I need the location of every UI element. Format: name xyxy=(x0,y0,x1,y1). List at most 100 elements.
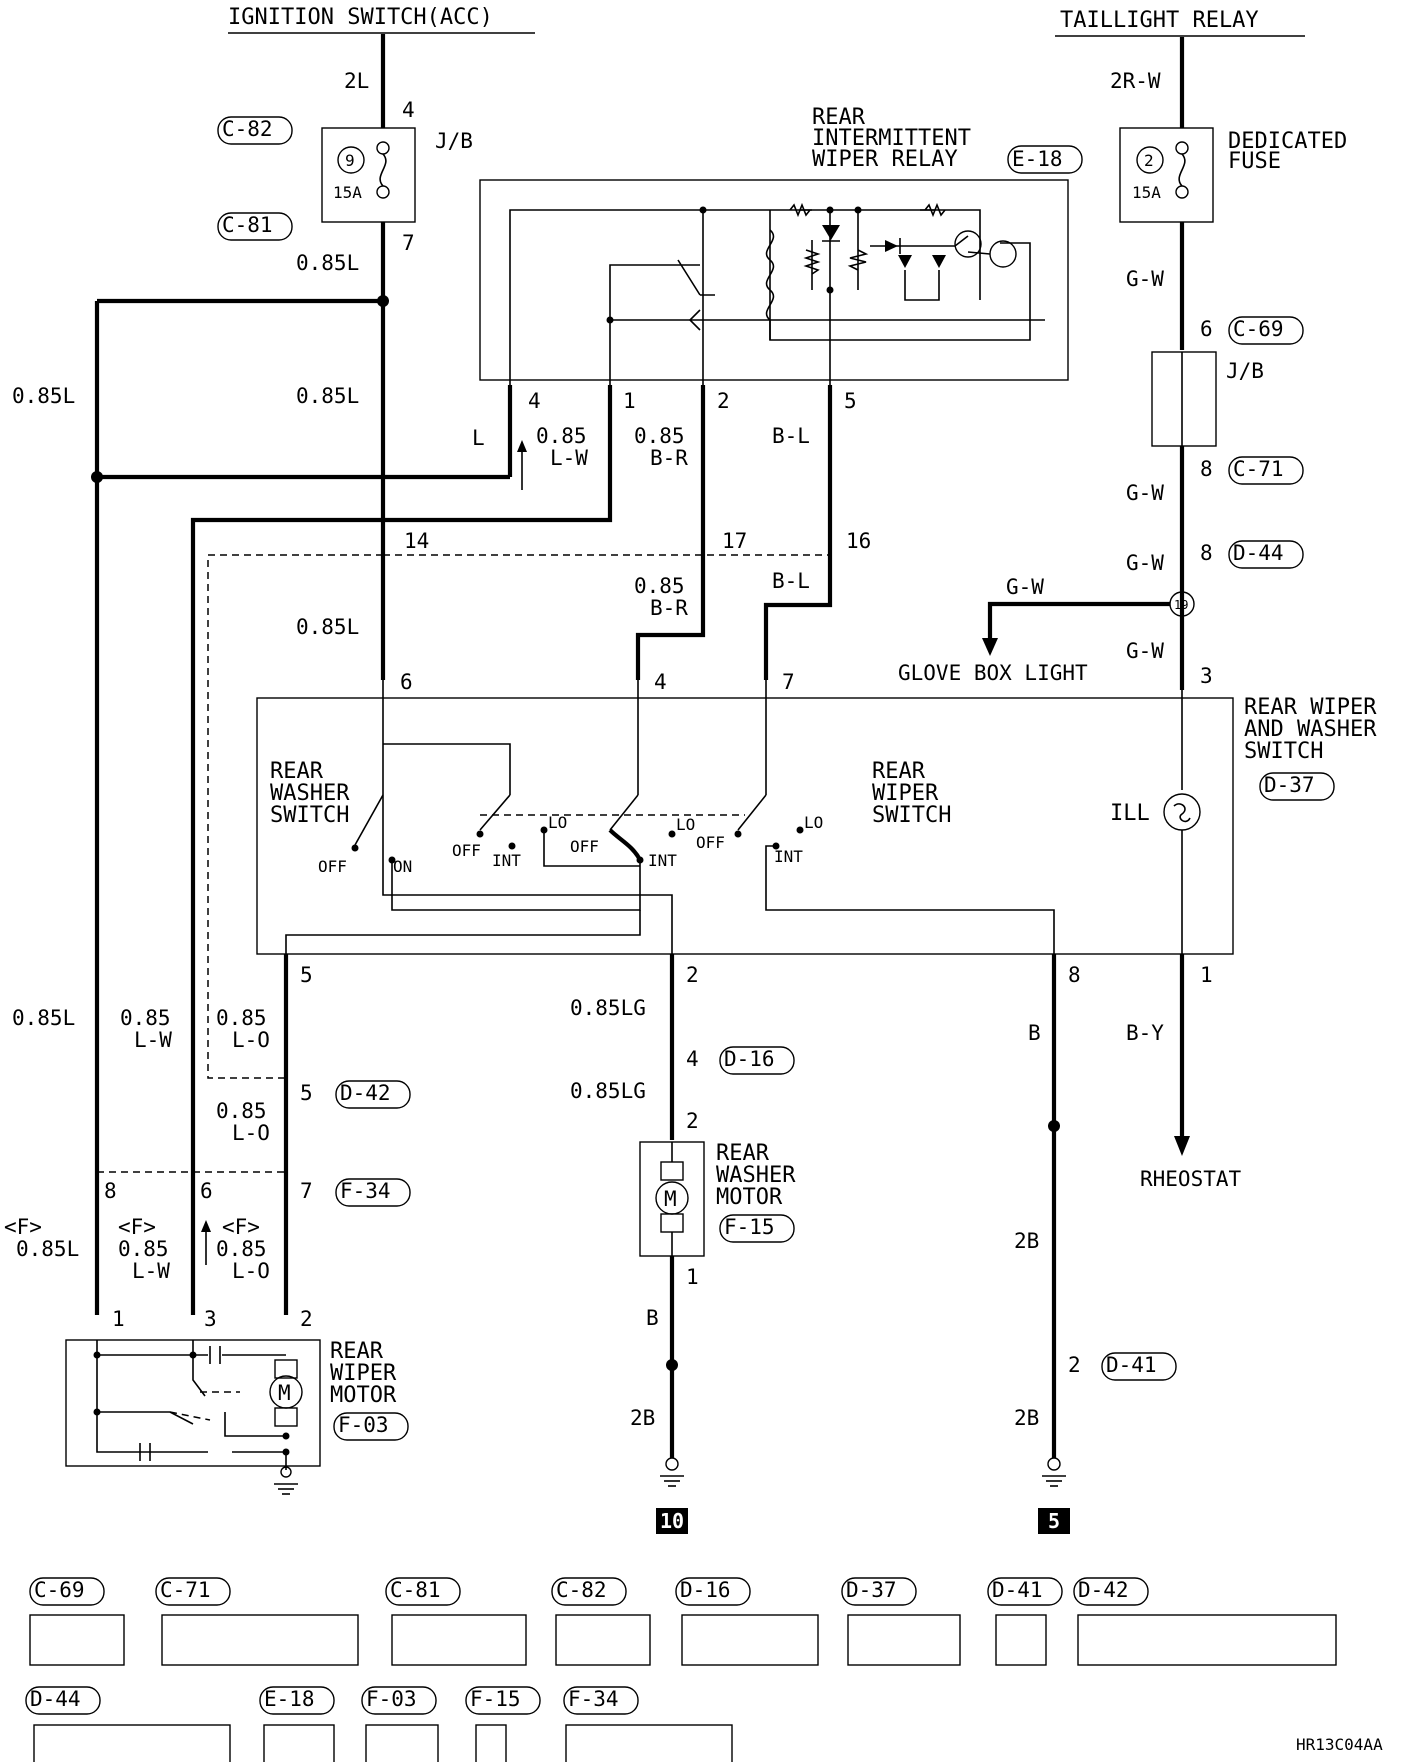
junction-block-right xyxy=(1151,351,1217,447)
pin-label-1-motor: 1 xyxy=(112,1307,125,1331)
pin-label-relay-1: 1 xyxy=(623,389,636,413)
pin-label-7-f34: 7 xyxy=(300,1179,313,1203)
pin-label-4-d16: 4 xyxy=(686,1047,699,1071)
conn-d37: D-37 xyxy=(1264,773,1315,797)
legend-f34: F-34 xyxy=(568,1687,619,1711)
pin-label-7-switch: 7 xyxy=(782,670,795,694)
washer-pos-off: OFF xyxy=(318,857,347,876)
wire-label-gw-5: G-W xyxy=(1126,639,1164,663)
legend-f15: F-15 xyxy=(470,1687,521,1711)
wire-f-tag-1: <F> xyxy=(4,1215,42,1239)
ground-10-badge xyxy=(656,1508,688,1534)
pin-label-3-right: 3 xyxy=(1200,664,1213,688)
pin-label-2-switch: 2 xyxy=(686,963,699,987)
wire-f-tag-3: <F> xyxy=(222,1215,260,1239)
ignition-switch-title: IGNITION SWITCH(ACC) xyxy=(228,5,493,30)
switch-label-2: AND WASHER xyxy=(1244,717,1377,742)
relay-label-2: INTERMITTENT xyxy=(812,126,971,151)
wire-label-gw-4: G-W xyxy=(1006,575,1044,599)
wire-label-085lg-2: 0.85LG xyxy=(570,1079,646,1103)
conn-f34: F-34 xyxy=(340,1179,391,1203)
wire-label-085l-1: 0.85L xyxy=(296,251,359,275)
wire-label-085-lo-c: 0.85 xyxy=(216,1237,267,1261)
pin-label-relay-5: 5 xyxy=(844,389,857,413)
wiper-c-off: OFF xyxy=(696,833,725,852)
wire-label-085-lw-c: 0.85 xyxy=(118,1237,169,1261)
wiper-motor-symbol: M xyxy=(278,1381,291,1405)
legend-c71: C-71 xyxy=(160,1578,211,1602)
wire-label-br-a: B-R xyxy=(650,446,688,470)
legend-f03: F-03 xyxy=(366,1687,417,1711)
relay-label-1: REAR xyxy=(812,105,866,130)
conn-d16: D-16 xyxy=(724,1047,775,1071)
wire-label-bl-b: B-L xyxy=(772,569,810,593)
legend-c82: C-82 xyxy=(556,1578,607,1602)
washer-motor-label-3: MOTOR xyxy=(716,1185,783,1210)
wire-label-2l: 2L xyxy=(344,69,369,93)
fuse-9-amp: 15A xyxy=(333,183,362,202)
pin-label-8-right-a: 8 xyxy=(1200,457,1213,481)
conn-c82: C-82 xyxy=(222,117,273,141)
legend-d16: D-16 xyxy=(680,1578,731,1602)
pin-label-8-right-b: 8 xyxy=(1200,541,1213,565)
pin-label-6-switch: 6 xyxy=(400,670,413,694)
legend-d41: D-41 xyxy=(992,1578,1043,1602)
junction-block-left xyxy=(321,127,416,223)
wire-label-085-lw-a: 0.85 xyxy=(536,424,587,448)
jb-left-label: J/B xyxy=(435,129,473,153)
conn-c69: C-69 xyxy=(1233,317,1284,341)
washer-switch-label-3: SWITCH xyxy=(270,803,349,828)
wire-label-2b-3: 2B xyxy=(1014,1406,1039,1430)
fuse-9-number: 9 xyxy=(345,151,355,170)
wire-label-085-lo-a: 0.85 xyxy=(216,1006,267,1030)
wire-label-lw-b: L-W xyxy=(134,1028,172,1052)
washer-switch-label-1: REAR xyxy=(270,759,324,784)
wiper-switch-label-3: SWITCH xyxy=(872,803,951,828)
wire-label-lo-a: L-O xyxy=(232,1028,270,1052)
pin-label-3-motor: 3 xyxy=(204,1307,217,1331)
wiper-motor-label-2: WIPER xyxy=(330,1361,397,1386)
connector-legend: C-69 C-71 C-81 C-82 D-16 D-37 D-41 D-42 … xyxy=(25,1577,1337,1762)
pin-label-2-washer: 2 xyxy=(686,1109,699,1133)
wire-label-lo-b: L-O xyxy=(232,1121,270,1145)
wiper-b-int: INT xyxy=(648,851,677,870)
wire-label-2b-2: 2B xyxy=(1014,1229,1039,1253)
wire-label-085-lw-b: 0.85 xyxy=(120,1006,171,1030)
pin-label-1-washer: 1 xyxy=(686,1265,699,1289)
legend-c69: C-69 xyxy=(34,1578,85,1602)
pin-label-17: 17 xyxy=(722,529,747,553)
conn-f15: F-15 xyxy=(724,1215,775,1239)
pin-label-6-right: 6 xyxy=(1200,317,1213,341)
wire-label-lo-c: L-O xyxy=(232,1259,270,1283)
pin-label-8-f34: 8 xyxy=(104,1179,117,1203)
wire-label-bl-a: B-L xyxy=(772,424,810,448)
wiper-b-lo: LO xyxy=(676,815,695,834)
wiper-switch-label-2: WIPER xyxy=(872,781,939,806)
fuse-2-amp: 15A xyxy=(1132,183,1161,202)
dedicated-fuse-label-1: DEDICATED xyxy=(1228,129,1347,154)
ground-10-label: 10 xyxy=(660,1509,684,1533)
washer-pos-on: ON xyxy=(393,857,412,876)
intermittent-relay-box xyxy=(479,179,1069,381)
relay-label-3: WIPER RELAY xyxy=(812,147,958,172)
pin-label-2-motor: 2 xyxy=(300,1307,313,1331)
rear-wiper-washer-switch-box xyxy=(256,697,1234,955)
conn-f03: F-03 xyxy=(338,1413,389,1437)
pin-label-6-f34: 6 xyxy=(200,1179,213,1203)
pin-label-1-switch: 1 xyxy=(1200,963,1213,987)
conn-d41: D-41 xyxy=(1106,1353,1157,1377)
wire-label-085l-3: 0.85L xyxy=(296,384,359,408)
ill-label: ILL xyxy=(1110,801,1150,826)
legend-d42: D-42 xyxy=(1078,1578,1129,1602)
pin-label-5-switch: 5 xyxy=(300,963,313,987)
washer-motor-label-2: WASHER xyxy=(716,1163,796,1188)
pin-label-8-switch: 8 xyxy=(1068,963,1081,987)
conn-e18: E-18 xyxy=(1012,147,1063,171)
wire-label-br-b: B-R xyxy=(650,596,688,620)
switch-label-1: REAR WIPER xyxy=(1244,695,1377,720)
pin-label-relay-4: 4 xyxy=(528,389,541,413)
ground-5-label: 5 xyxy=(1048,1509,1060,1533)
wiper-motor-label-3: MOTOR xyxy=(330,1383,397,1408)
splice-19: 19 xyxy=(1174,598,1188,612)
